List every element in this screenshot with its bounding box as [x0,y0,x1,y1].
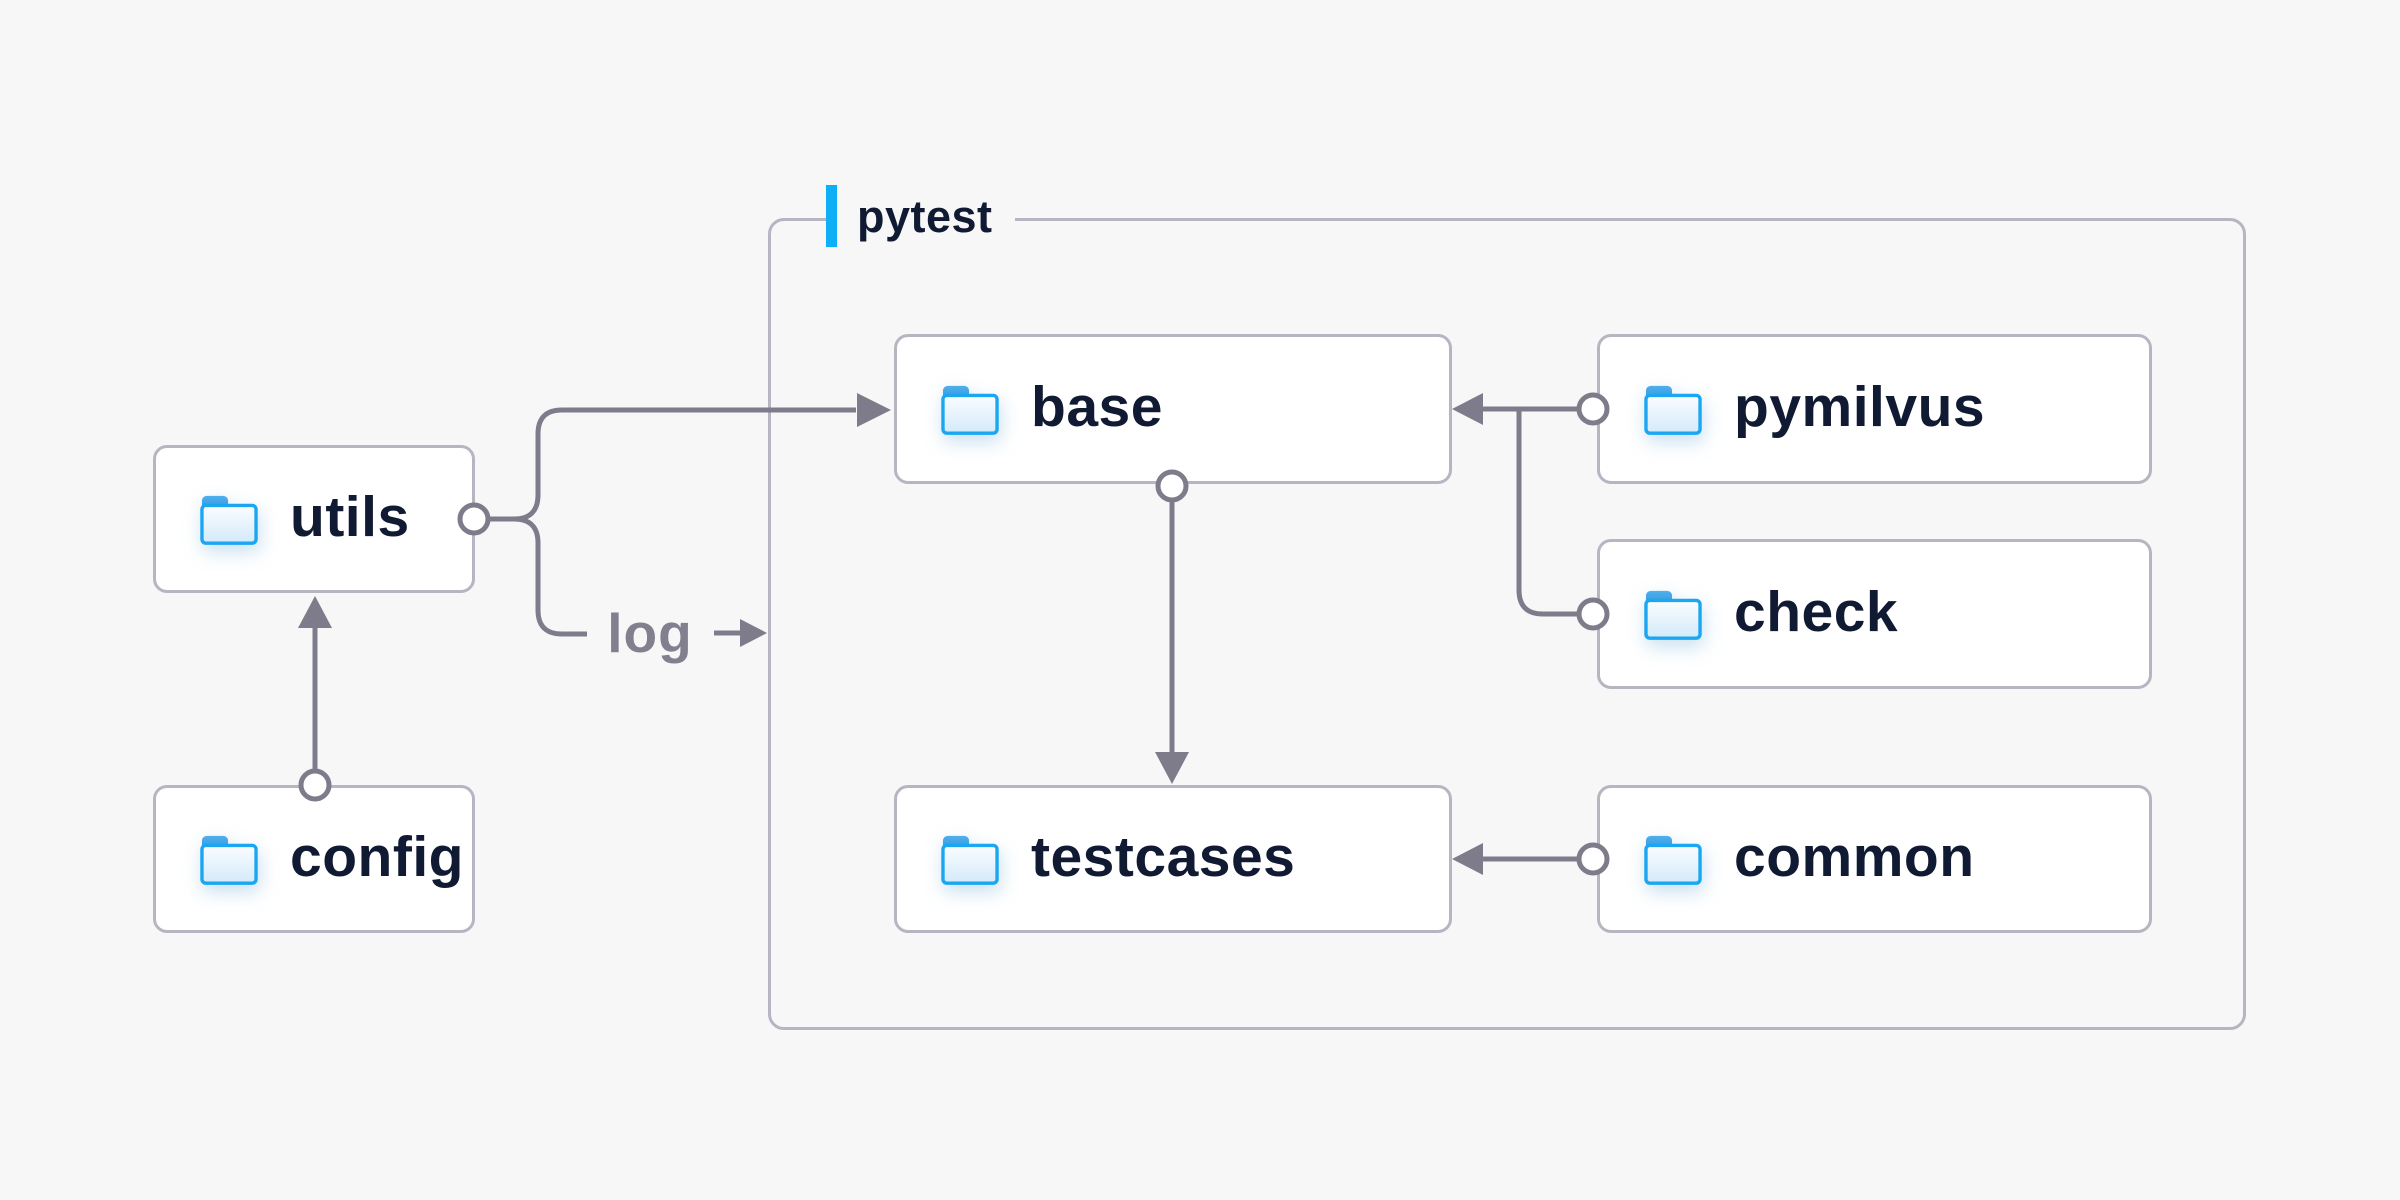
node-base: base [894,334,1452,484]
node-utils: utils [153,445,475,593]
node-label: base [1031,374,1163,439]
folder-icon [1644,835,1702,885]
node-config: config [153,785,475,933]
node-label: testcases [1031,824,1296,889]
pytest-group-box [768,218,2246,1030]
arrowhead-right [740,619,767,647]
folder-icon [941,385,999,435]
node-label: utils [290,484,410,549]
node-testcases: testcases [894,785,1452,933]
pytest-group-title: pytest [857,190,993,242]
node-check: check [1597,539,2152,689]
node-label: pymilvus [1734,374,1986,439]
accent-bar [826,185,837,247]
node-label: check [1734,579,1899,644]
arrowhead-up [298,596,332,628]
folder-icon [1644,590,1702,640]
folder-icon [1644,385,1702,435]
log-edge-label: log [607,602,693,664]
folder-icon [200,495,258,545]
edge-config-utils [298,596,332,802]
node-label: config [290,824,464,889]
folder-icon [200,835,258,885]
node-label: common [1734,824,1975,889]
node-pymilvus: pymilvus [1597,334,2152,484]
pytest-group-label: pytest [826,184,1015,248]
node-common: common [1597,785,2152,933]
folder-icon [941,835,999,885]
